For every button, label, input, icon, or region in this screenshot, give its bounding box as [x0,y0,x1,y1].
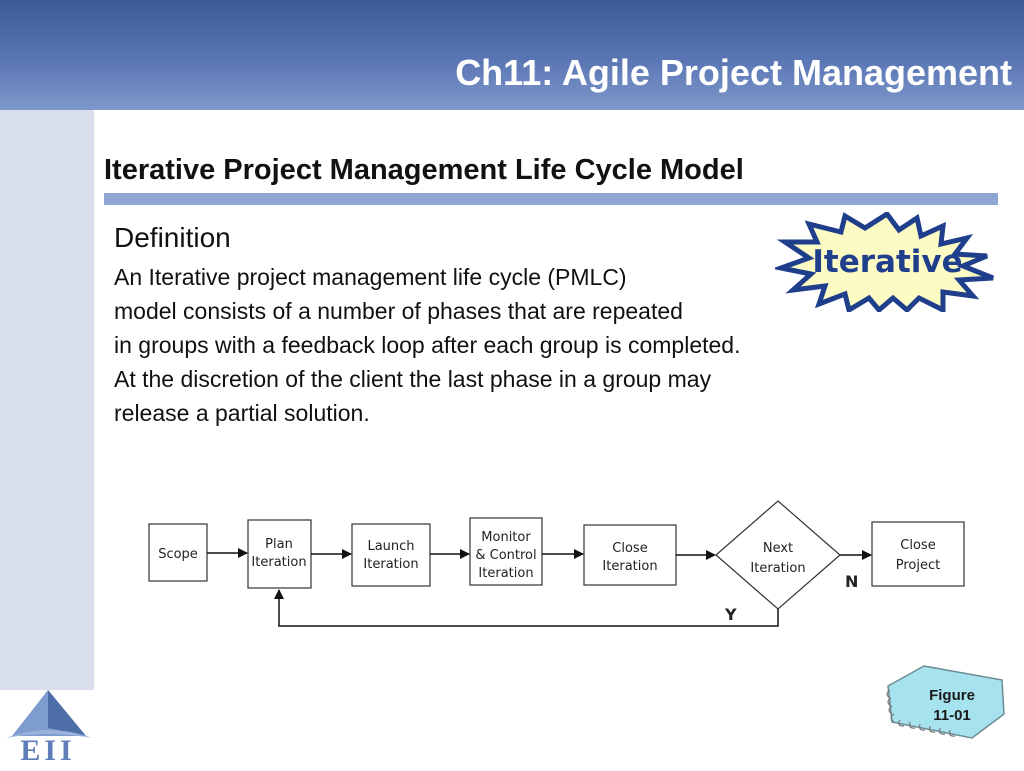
notebook-shape [886,665,1005,739]
definition-text: An Iterative project management life cyc… [114,260,914,430]
definition-line: An Iterative project management life cyc… [114,264,627,290]
pyramid-icon [6,690,92,738]
header-bar: Ch11: Agile Project Management [0,0,1024,110]
close-iteration-label: Close [612,541,647,556]
eii-logo [2,688,96,766]
definition-line: release a partial solution. [114,400,370,426]
feedback-loop-line [274,589,779,627]
scope-box [148,523,208,582]
figure-label: Figure 11-01 [920,686,984,726]
close-project-box [871,521,965,587]
definition-line: model consists of a number of phases tha… [114,298,683,324]
launch-label: Iteration [363,557,418,572]
close-iteration-box [583,524,677,586]
close-project-label: Project [896,558,940,573]
monitor-label: Iteration [478,566,533,581]
iterative-badge: Iterative [771,210,1000,315]
launch-iteration-box [351,523,431,587]
close-iteration-label: Iteration [602,559,657,574]
plan-label: Plan [265,537,293,552]
figure-line: 11-01 [933,707,971,724]
scope-label: Scope [158,547,198,562]
plan-iteration-box [247,519,312,589]
slide-title: Ch11: Agile Project Management [455,52,1012,93]
pmlc-flow-diagram: Scope Plan Iteration Launch Iteration Mo… [148,500,965,627]
launch-label: Launch [367,539,414,554]
monitor-label: & Control [475,548,536,563]
starburst-icon [771,210,994,315]
close-project-label: Close [900,538,935,553]
monitor-control-box [469,517,543,586]
left-sidebar-strip [0,110,94,690]
section-divider [104,193,998,205]
logo-text: EII [20,734,76,767]
definition-line: At the discretion of the client the last… [114,366,712,392]
next-iteration-label: Next [763,541,793,556]
definition-line: in groups with a feedback loop after eac… [114,332,741,358]
plan-label: Iteration [251,555,306,570]
monitor-label: Monitor [481,530,531,545]
next-iteration-label: Iteration [750,561,805,576]
badge-label: Iterative [812,244,963,280]
no-label: N [845,572,858,591]
definition-heading: Definition [114,222,231,253]
figure-notebook-icon [880,662,1010,742]
starburst-shape [771,210,994,315]
yes-label: Y [724,605,737,624]
section-title: Iterative Project Management Life Cycle … [104,154,744,186]
figure-line: Figure [929,687,975,704]
